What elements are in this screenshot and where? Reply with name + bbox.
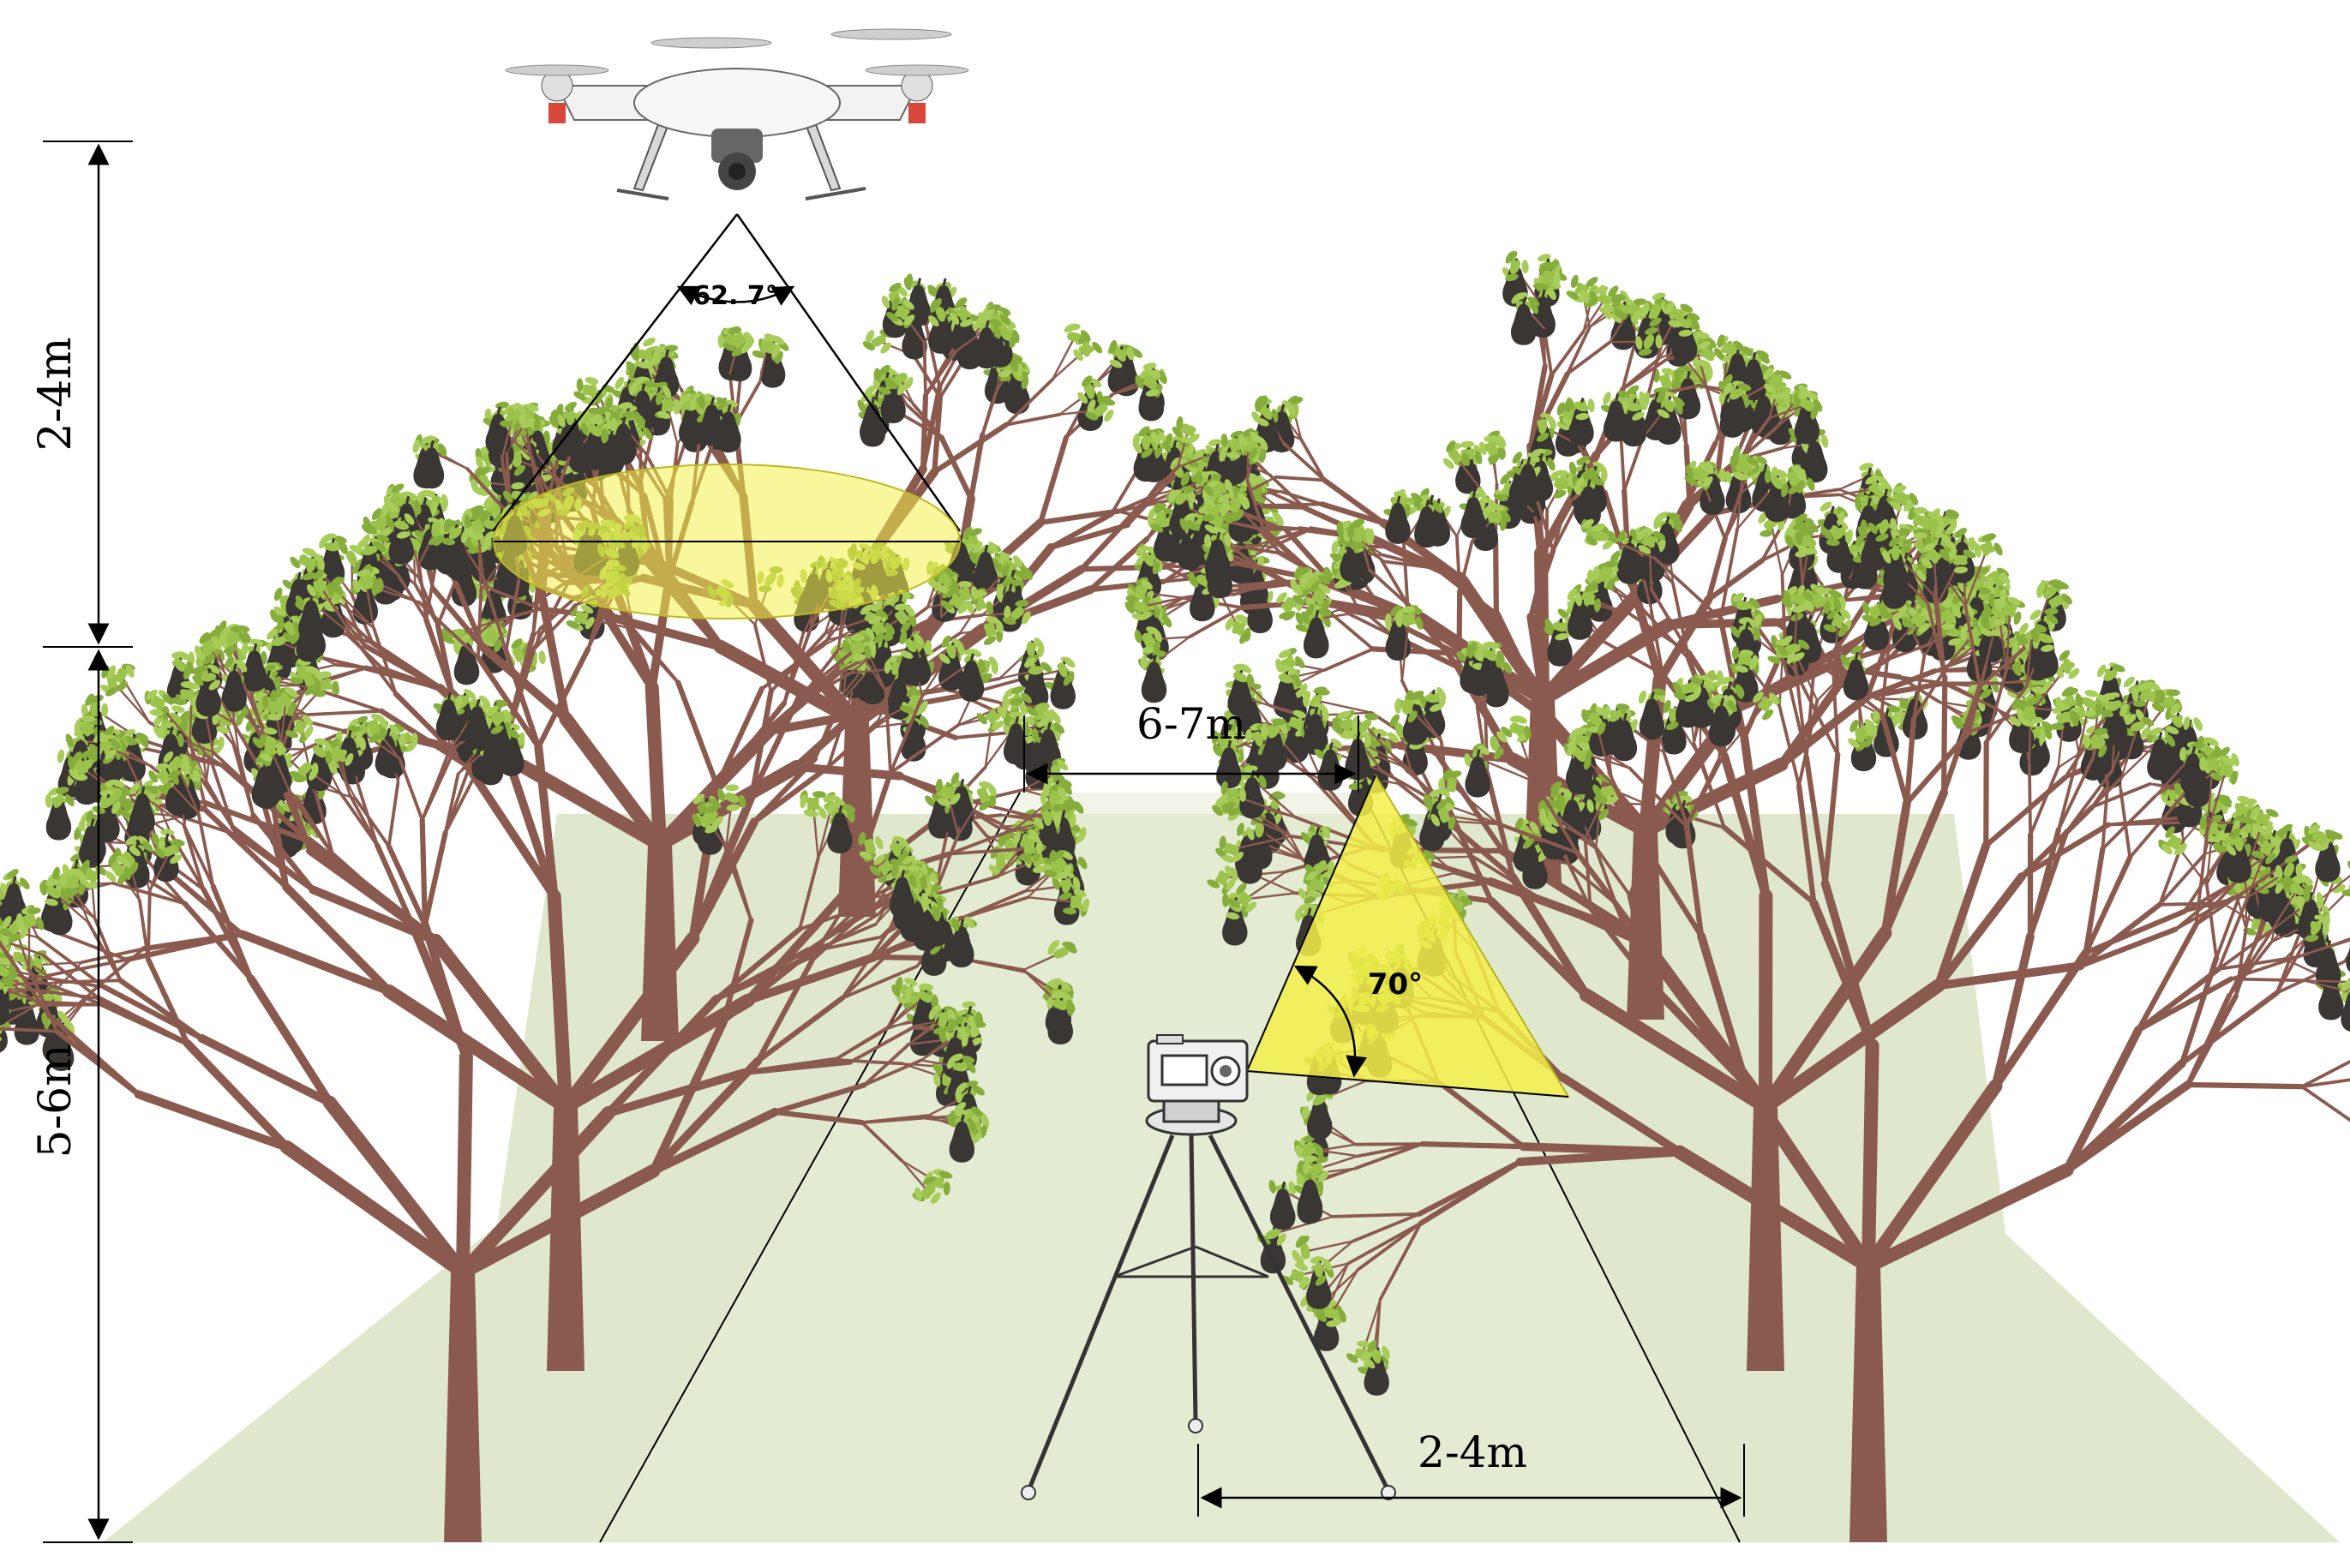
camera-fov-label: 62. 7° bbox=[692, 281, 777, 311]
row-spacing-label: 6-7m bbox=[1136, 699, 1246, 749]
path-left-edge bbox=[599, 792, 1021, 1543]
pear-tree bbox=[0, 685, 996, 1542]
camera-icon bbox=[1147, 1034, 1249, 1103]
drone-fov: 62. 7° bbox=[492, 213, 962, 619]
pear-tree bbox=[1254, 579, 2350, 1542]
pear-tree bbox=[1207, 380, 2059, 1020]
upper-height-label: 2-4m bbox=[30, 337, 81, 451]
lower-height-label: 5-6m bbox=[30, 1044, 81, 1158]
pear-tree bbox=[0, 476, 1094, 1371]
tripod-fov: 70° bbox=[1245, 773, 1570, 1098]
tripod-fov-label: 70° bbox=[1368, 967, 1423, 1002]
tripod-icon bbox=[1021, 1099, 1396, 1500]
height-dimension: 2-4m 5-6m bbox=[30, 141, 133, 1543]
tripod-distance-dimension: 2-4m bbox=[1197, 1427, 1745, 1517]
drone-icon bbox=[505, 28, 969, 200]
row-spacing-dimension: 6-7m bbox=[1023, 699, 1359, 793]
tripod-distance-label: 2-4m bbox=[1418, 1427, 1527, 1477]
